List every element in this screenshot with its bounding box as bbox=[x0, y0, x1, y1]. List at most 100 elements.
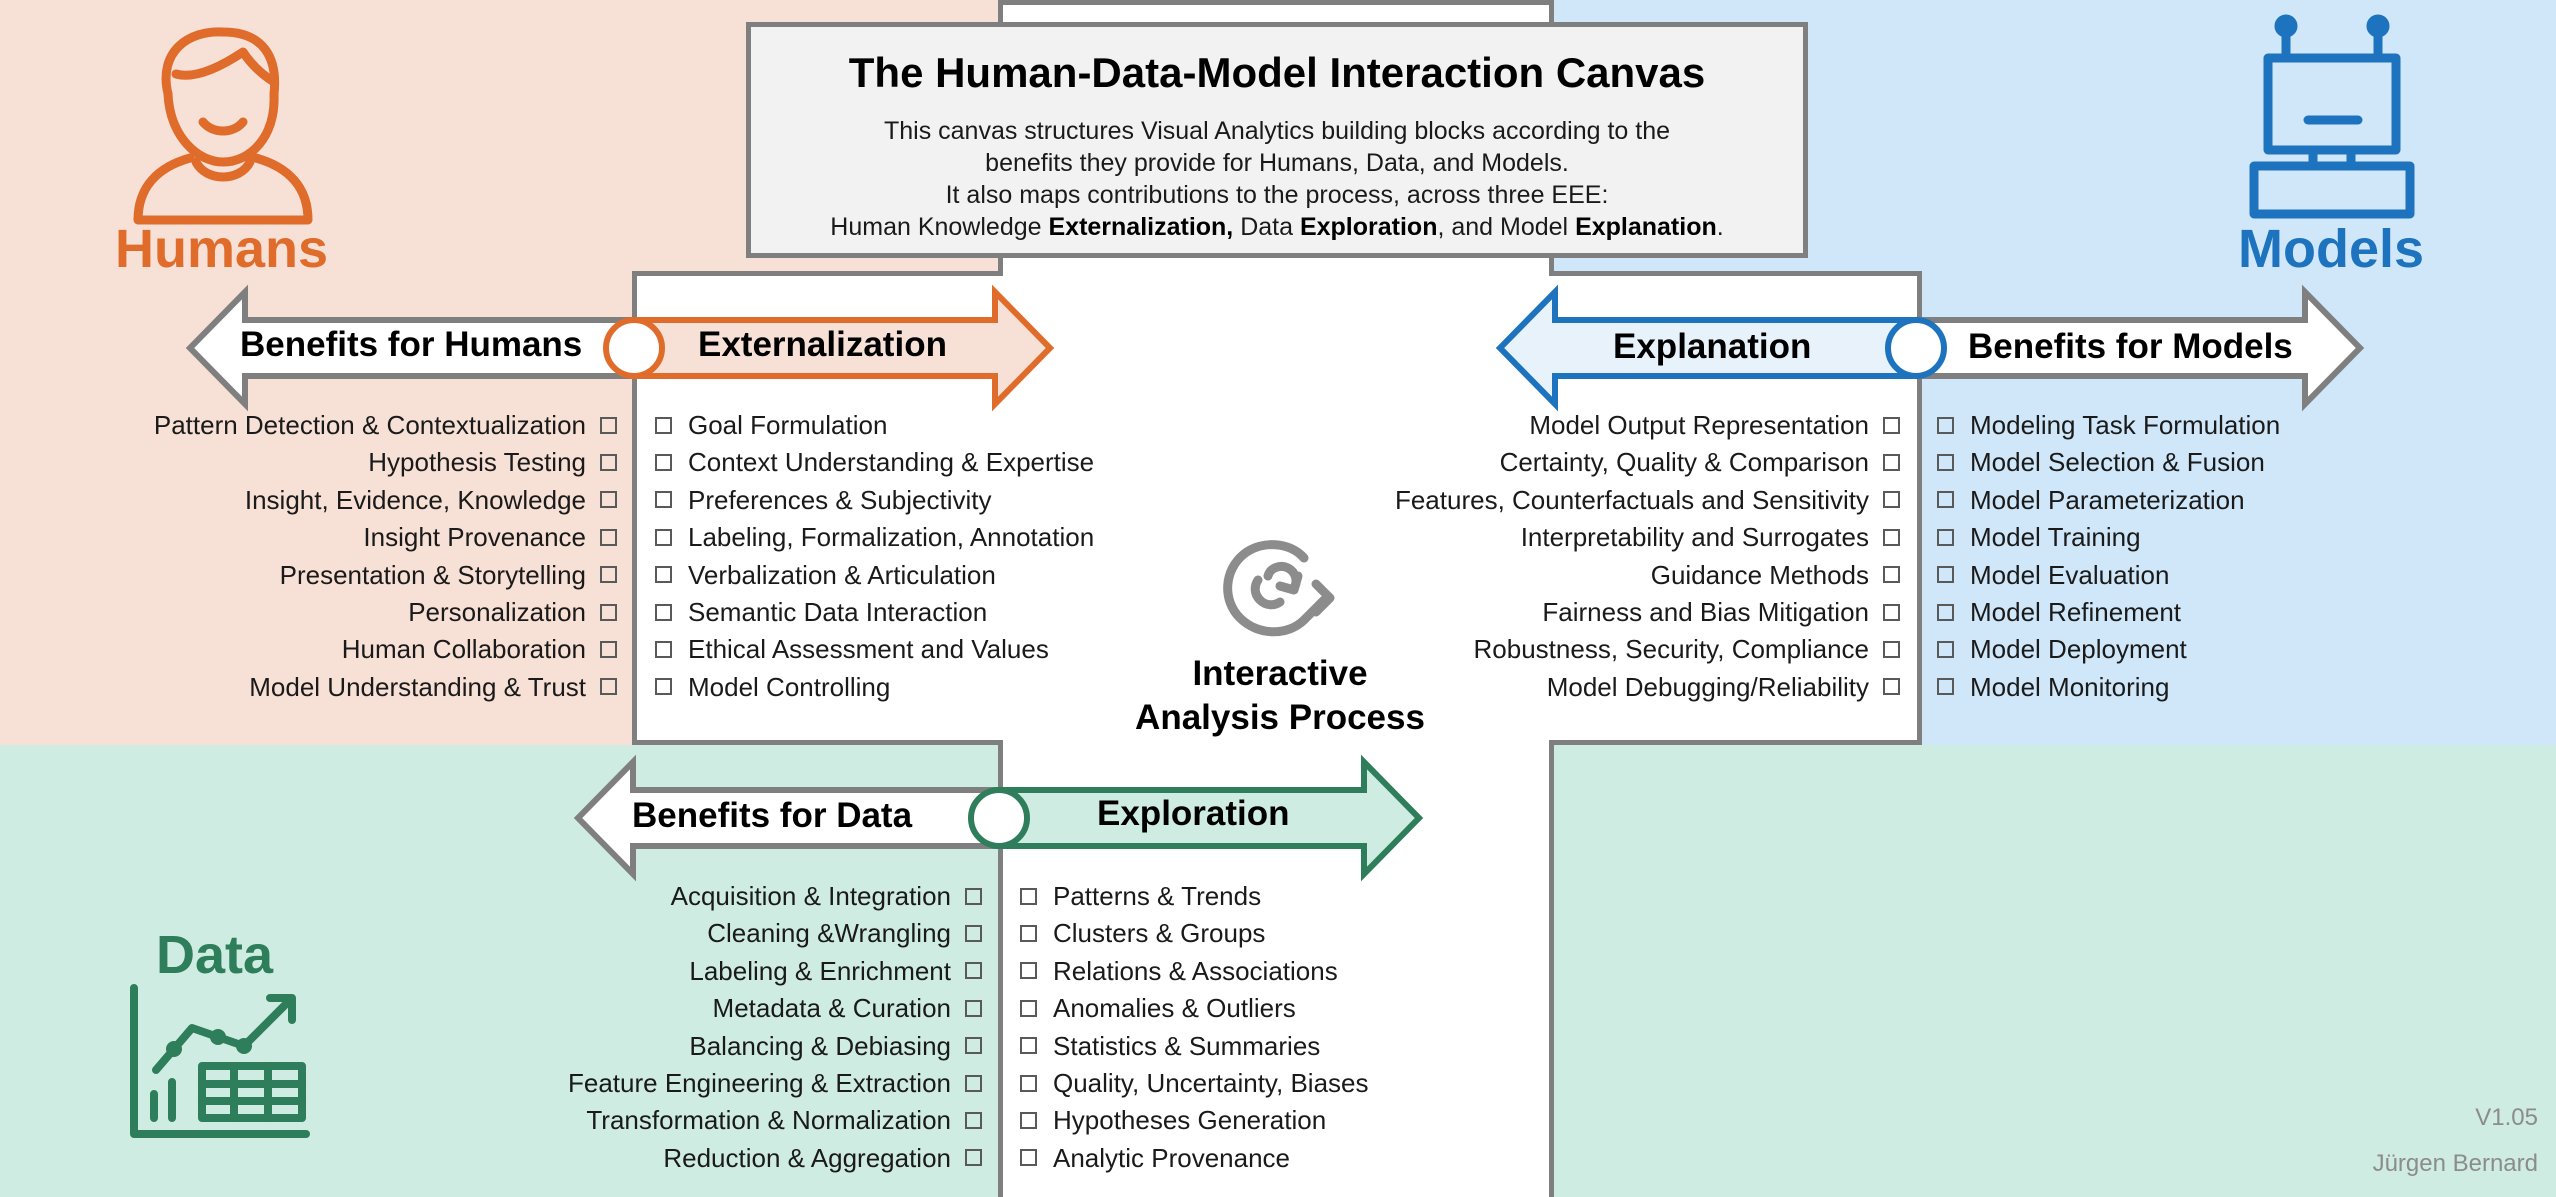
checkbox-icon[interactable] bbox=[1883, 566, 1900, 584]
checkbox-icon[interactable] bbox=[965, 925, 982, 943]
checkbox-icon[interactable] bbox=[655, 528, 672, 546]
checkbox-icon[interactable] bbox=[1020, 1149, 1037, 1167]
checkbox-icon[interactable] bbox=[1937, 566, 1954, 584]
checkbox-icon[interactable] bbox=[1020, 1074, 1037, 1092]
checklist-item-label: Fairness and Bias Mitigation bbox=[1542, 596, 1869, 627]
checklist-item: Hypothesis Testing bbox=[40, 444, 617, 481]
checklist-item: Modeling Task Formulation bbox=[1937, 407, 2457, 444]
center-label-line-2: Analysis Process bbox=[1135, 698, 1425, 737]
checkbox-icon[interactable] bbox=[600, 454, 617, 472]
checklist-item: Model Training bbox=[1937, 519, 2457, 556]
checkbox-icon[interactable] bbox=[1883, 454, 1900, 472]
checkbox-icon[interactable] bbox=[1883, 528, 1900, 546]
checkbox-icon[interactable] bbox=[1937, 528, 1954, 546]
checkbox-icon[interactable] bbox=[965, 1037, 982, 1055]
checkbox-icon[interactable] bbox=[600, 678, 617, 696]
checklist-item-label: Context Understanding & Expertise bbox=[688, 447, 1095, 478]
checklist-item: Acquisition & Integration bbox=[430, 878, 982, 915]
checklist-item: Patterns & Trends bbox=[1020, 878, 1540, 915]
description-line-1: This canvas structures Visual Analytics … bbox=[883, 117, 1671, 145]
checkbox-icon[interactable] bbox=[1937, 640, 1954, 658]
checkbox-icon[interactable] bbox=[655, 454, 672, 472]
checklist-item-label: Personalization bbox=[408, 596, 586, 627]
checklist-item: Ethical Assessment and Values bbox=[655, 631, 1175, 668]
models-label: Models bbox=[2238, 219, 2425, 279]
checklist-item-label: Features, Counterfactuals and Sensitivit… bbox=[1394, 484, 1869, 515]
checklist-item: Personalization bbox=[40, 594, 617, 631]
author-label: Jürgen Bernard bbox=[2372, 1150, 2538, 1177]
checklist-item-label: Transformation & Normalization bbox=[586, 1105, 951, 1136]
checkbox-icon[interactable] bbox=[965, 999, 982, 1017]
checkbox-icon[interactable] bbox=[600, 416, 617, 434]
checkbox-icon[interactable] bbox=[1020, 887, 1037, 905]
checklist-item-label: Semantic Data Interaction bbox=[688, 596, 988, 627]
checkbox-icon[interactable] bbox=[655, 416, 672, 434]
checklist-item-label: Hypothesis Testing bbox=[368, 447, 586, 478]
checkbox-icon[interactable] bbox=[1020, 999, 1037, 1017]
checklist-item: Clusters & Groups bbox=[1020, 915, 1540, 952]
checkbox-icon[interactable] bbox=[1937, 491, 1954, 509]
checkbox-icon[interactable] bbox=[1937, 416, 1954, 434]
checklist-item: Quality, Uncertainty, Biases bbox=[1020, 1065, 1540, 1102]
checklist-item-label: Labeling, Formalization, Annotation bbox=[688, 522, 1095, 553]
checkbox-icon[interactable] bbox=[965, 962, 982, 980]
checkbox-icon[interactable] bbox=[600, 491, 617, 509]
checkbox-icon[interactable] bbox=[965, 887, 982, 905]
checkbox-icon[interactable] bbox=[1020, 1111, 1037, 1129]
checkbox-icon[interactable] bbox=[1883, 640, 1900, 658]
checkbox-icon[interactable] bbox=[655, 678, 672, 696]
checkbox-icon[interactable] bbox=[1883, 678, 1900, 696]
checkbox-icon[interactable] bbox=[1883, 491, 1900, 509]
checkbox-icon[interactable] bbox=[1937, 454, 1954, 472]
checkbox-icon[interactable] bbox=[965, 1074, 982, 1092]
checklist-item: Model Monitoring bbox=[1937, 669, 2457, 706]
checkbox-icon[interactable] bbox=[965, 1111, 982, 1129]
benefits-for-models-label: Benefits for Models bbox=[1968, 327, 2293, 366]
checkbox-icon[interactable] bbox=[600, 566, 617, 584]
checkbox-icon[interactable] bbox=[600, 528, 617, 546]
models-benefits-arrow bbox=[1913, 284, 2365, 412]
person-icon bbox=[133, 27, 313, 225]
checklist-item-label: Balancing & Debiasing bbox=[689, 1030, 951, 1061]
checklist-item-label: Hypotheses Generation bbox=[1053, 1105, 1327, 1136]
checkbox-icon[interactable] bbox=[655, 640, 672, 658]
checklist-item: Model Parameterization bbox=[1937, 482, 2457, 519]
checkbox-icon[interactable] bbox=[1020, 1037, 1037, 1055]
description-line-2: benefits they provide for Humans, Data, … bbox=[985, 149, 1569, 177]
checklist-item: Certainty, Quality & Comparison bbox=[1300, 444, 1900, 481]
checkbox-icon[interactable] bbox=[1883, 416, 1900, 434]
checklist-item-label: Robustness, Security, Compliance bbox=[1473, 634, 1869, 665]
checkbox-icon[interactable] bbox=[1020, 925, 1037, 943]
canvas-title: The Human-Data-Model Interaction Canvas bbox=[848, 49, 1706, 96]
checklist-item: Hypotheses Generation bbox=[1020, 1102, 1540, 1139]
explanation-label: Explanation bbox=[1613, 327, 1812, 366]
checklist-item: Model Deployment bbox=[1937, 631, 2457, 668]
checkbox-icon[interactable] bbox=[1937, 603, 1954, 621]
checklist-item-label: Insight Provenance bbox=[363, 522, 586, 553]
version-label: V1.05 bbox=[2475, 1104, 2538, 1131]
checkbox-icon[interactable] bbox=[965, 1149, 982, 1167]
checkbox-icon[interactable] bbox=[1937, 678, 1954, 696]
checkbox-icon[interactable] bbox=[1883, 603, 1900, 621]
externalization-label: Externalization bbox=[698, 325, 947, 364]
checkbox-icon[interactable] bbox=[1020, 962, 1037, 980]
humans-junction-circle bbox=[603, 317, 665, 379]
checklist-item: Features, Counterfactuals and Sensitivit… bbox=[1300, 482, 1900, 519]
checklist-item: Preferences & Subjectivity bbox=[655, 482, 1175, 519]
checklist-item-label: Model Parameterization bbox=[1970, 484, 2245, 515]
checkbox-icon[interactable] bbox=[600, 640, 617, 658]
data-label: Data bbox=[156, 925, 274, 985]
checkbox-icon[interactable] bbox=[655, 603, 672, 621]
checkbox-icon[interactable] bbox=[655, 491, 672, 509]
checkbox-icon[interactable] bbox=[600, 603, 617, 621]
checklist-item: Fairness and Bias Mitigation bbox=[1300, 594, 1900, 631]
checklist-item: Robustness, Security, Compliance bbox=[1300, 631, 1900, 668]
checkbox-icon[interactable] bbox=[655, 566, 672, 584]
checklist-item: Insight Provenance bbox=[40, 519, 617, 556]
description-line-4: Human Knowledge Externalization, Data Ex… bbox=[830, 213, 1724, 241]
checklist-item-label: Model Selection & Fusion bbox=[1970, 447, 2265, 478]
checklist-item-label: Presentation & Storytelling bbox=[279, 559, 586, 590]
